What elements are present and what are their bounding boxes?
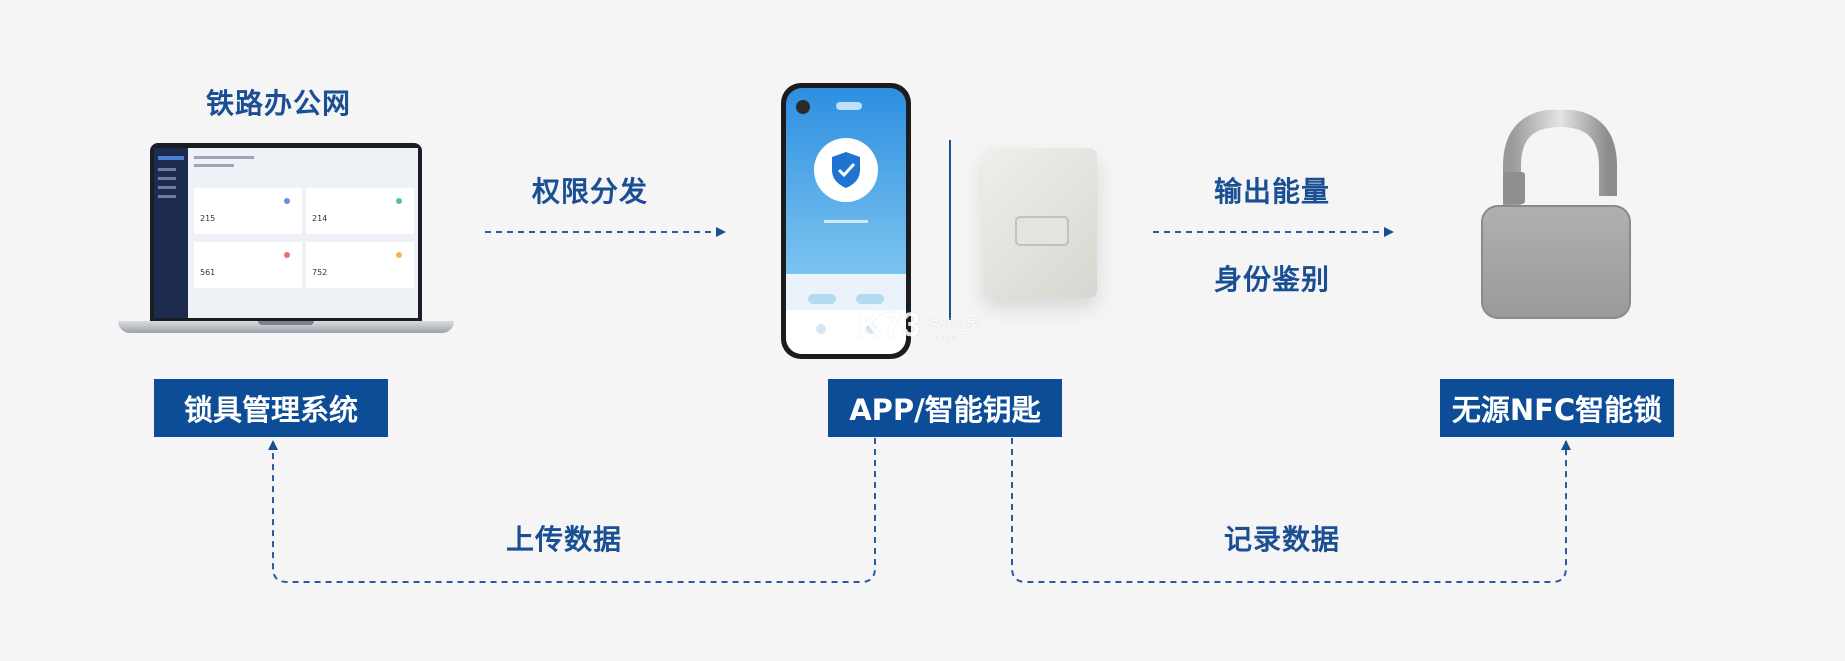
- arrow-upload: [268, 438, 876, 583]
- phone-bottom-panel: [786, 310, 906, 354]
- laptop-screen: 215 214 561 752: [154, 148, 418, 318]
- card-value: 752: [312, 268, 328, 277]
- label-upload: 上传数据: [506, 523, 623, 556]
- laptop-illustration: 215 214 561 752: [118, 140, 454, 340]
- avatar: [796, 100, 810, 114]
- label-distribute: 权限分发: [532, 175, 649, 208]
- card-value: 215: [200, 214, 216, 223]
- key-button: [1015, 216, 1069, 246]
- screen-card-1: 215: [194, 188, 302, 234]
- padlock-illustration: [1476, 108, 1636, 330]
- screen-card-4: 752: [306, 242, 414, 288]
- screen-sidebar: [154, 148, 188, 318]
- network-title: 铁路办公网: [206, 87, 352, 120]
- watermark-domain: .com: [930, 330, 957, 344]
- card-value: 561: [200, 268, 216, 277]
- arrow-record: [1011, 438, 1571, 583]
- smart-key-device: [983, 148, 1097, 298]
- laptop-base: [118, 321, 454, 333]
- label-record: 记录数据: [1224, 523, 1341, 556]
- label-output-energy: 输出能量: [1214, 175, 1331, 208]
- phone-illustration: [781, 83, 911, 359]
- screen-card-2: 214: [306, 188, 414, 234]
- shield-badge: [814, 138, 878, 202]
- watermark-logo: K73: [858, 306, 921, 344]
- padlock-icon: [1481, 108, 1631, 319]
- card-value: 214: [312, 214, 328, 223]
- shield-icon: [832, 152, 860, 188]
- node-app-smart-key: APP/智能钥匙: [828, 379, 1062, 437]
- screen-card-3: 561: [194, 242, 302, 288]
- node-lock-management-system: 锁具管理系统: [154, 379, 388, 437]
- label-identify: 身份鉴别: [1214, 263, 1331, 296]
- laptop-bezel: 215 214 561 752: [150, 143, 422, 321]
- node-nfc-smart-lock: 无源NFC智能锁: [1440, 379, 1674, 437]
- phone-screen: [786, 88, 906, 354]
- watermark-sub: 游戏之家: [928, 317, 981, 332]
